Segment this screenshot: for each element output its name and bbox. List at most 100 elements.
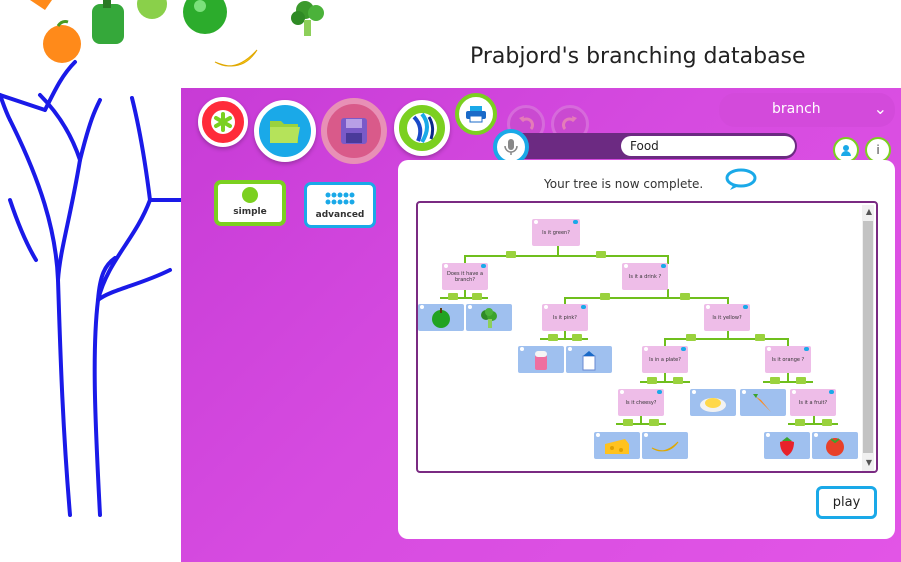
tree-connector [440, 297, 488, 299]
yes-branch-chip [472, 293, 482, 300]
tree-connector [667, 289, 669, 297]
advanced-grid-icon [325, 192, 355, 205]
leaf-node-tomato[interactable] [812, 432, 858, 459]
tree-connector [788, 423, 838, 425]
yes-branch-chip [680, 293, 690, 300]
status-message: Your tree is now complete. [544, 177, 704, 191]
asterisk-icon [211, 110, 235, 134]
printer-icon [466, 106, 486, 123]
yes-branch-chip [673, 377, 683, 384]
question-node[interactable]: Is it a drink ? [622, 263, 668, 290]
tree-connector [664, 338, 666, 346]
no-branch-chip [686, 334, 696, 341]
branch-dropdown-label: branch [772, 101, 821, 117]
yes-branch-chip [572, 334, 582, 341]
advanced-mode-label: advanced [315, 210, 365, 220]
scroll-up-icon[interactable]: ▲ [865, 207, 872, 216]
app-panel: branch ⌄ i simple [181, 88, 901, 562]
tree-connector [464, 255, 668, 257]
tree-connector [464, 255, 466, 264]
globe-icon [407, 112, 437, 144]
tree-connector [727, 297, 729, 305]
leaf-node-banana[interactable] [642, 432, 688, 459]
tree-content-panel: Your tree is now complete. ▲ ▼ [398, 160, 895, 539]
cheese-icon [605, 438, 629, 454]
branch-dropdown[interactable]: branch ⌄ [719, 93, 895, 127]
floppy-disk-icon [341, 118, 367, 144]
apple-icon [432, 307, 450, 328]
question-node[interactable]: Is in a plate? [642, 346, 688, 373]
speech-bubble-icon[interactable] [724, 167, 758, 193]
no-branch-chip [548, 334, 558, 341]
fruit-decoration-icon [30, 0, 324, 67]
strawberry-icon [780, 436, 794, 456]
tree-connector [564, 297, 728, 299]
share-globe-button[interactable] [394, 100, 450, 156]
play-button[interactable]: play [816, 486, 877, 519]
leaf-node-omelette[interactable] [690, 389, 736, 416]
no-branch-chip [647, 377, 657, 384]
yes-branch-chip [822, 419, 832, 426]
leaf-node-milk[interactable] [566, 346, 612, 373]
simple-mode-button[interactable]: simple [214, 180, 286, 226]
scrollbar-thumb[interactable] [863, 221, 873, 453]
question-node[interactable]: Is it orange ? [765, 346, 811, 373]
no-branch-chip [795, 419, 805, 426]
leaf-node-cheese[interactable] [594, 432, 640, 459]
page-title: Prabjord's branching database [470, 44, 806, 69]
yes-branch-chip [649, 419, 659, 426]
tree-connector [763, 381, 813, 383]
omelette-plate-icon [700, 397, 726, 412]
tree-connector [664, 338, 788, 340]
chevron-down-icon: ⌄ [873, 99, 887, 118]
database-name-input[interactable] [621, 136, 795, 156]
question-node[interactable]: Does it have a branch? [442, 263, 488, 290]
broccoli-icon [481, 307, 497, 328]
new-tree-button[interactable] [198, 97, 248, 147]
print-button[interactable] [455, 93, 497, 135]
tree-connector [557, 246, 559, 255]
tree-connector [564, 330, 566, 338]
no-branch-chip [623, 419, 633, 426]
tree-connector [667, 255, 669, 264]
yes-branch-chip [755, 334, 765, 341]
question-node[interactable]: Is it green? [532, 219, 580, 246]
microphone-icon [504, 139, 518, 155]
tree-drawing-icon [0, 60, 197, 517]
tree-connector [640, 415, 642, 423]
leaf-node-apple[interactable] [418, 304, 464, 331]
decision-tree-view: ▲ ▼ [416, 201, 878, 473]
folder-icon [270, 121, 300, 143]
leaf-node-broccoli[interactable] [466, 304, 512, 331]
leaf-node-milkshake[interactable] [518, 346, 564, 373]
yes-branch-chip [796, 377, 806, 384]
yes-branch-chip [596, 251, 606, 258]
tree-connector [616, 423, 666, 425]
banana-icon [651, 441, 679, 451]
redo-icon [562, 116, 577, 130]
question-node[interactable]: Is it pink? [542, 304, 588, 331]
question-node[interactable]: Is it yellow? [704, 304, 750, 331]
tree-connector [664, 373, 666, 381]
tree-connector [464, 289, 466, 297]
tree-connector [640, 381, 690, 383]
question-node[interactable]: Is it cheesy? [618, 389, 664, 416]
tree-connector [787, 373, 789, 381]
question-node[interactable]: Is it a fruit? [790, 389, 836, 416]
simple-mode-label: simple [233, 207, 267, 217]
leaf-node-carrot[interactable] [740, 389, 786, 416]
milkshake-icon [535, 350, 547, 370]
leaf-node-strawberry[interactable] [764, 432, 810, 459]
tree-connector [540, 338, 588, 340]
carrot-icon [753, 393, 771, 412]
tree-connector [727, 330, 729, 338]
tree-connector [813, 415, 815, 423]
user-icon [841, 145, 851, 156]
tree-connector [564, 297, 566, 305]
open-folder-button[interactable] [254, 100, 316, 162]
advanced-mode-button[interactable]: advanced [304, 182, 376, 228]
scroll-down-icon[interactable]: ▼ [865, 458, 872, 467]
save-button[interactable] [321, 98, 387, 164]
no-branch-chip [448, 293, 458, 300]
